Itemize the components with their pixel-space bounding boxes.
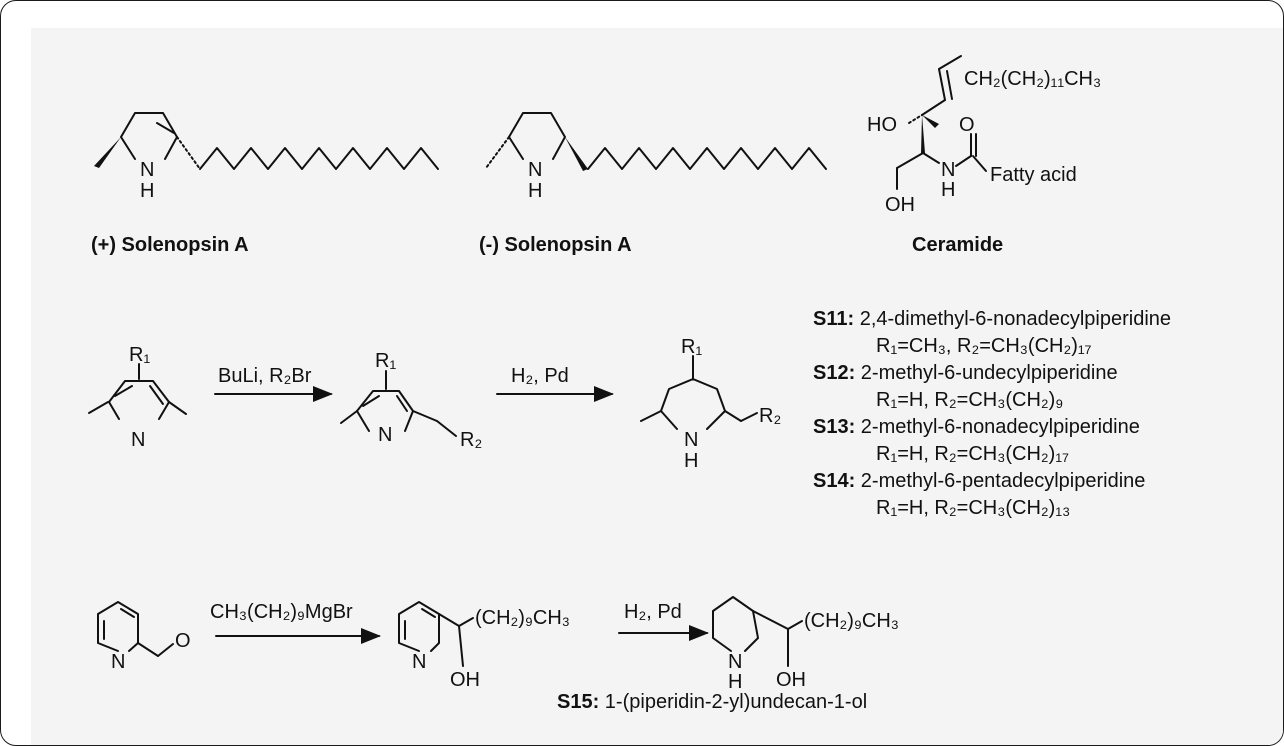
piperidine-product-structure	[640, 355, 758, 430]
compound-substituents: R₁=CH₃, R₂=CH₃(CH₂)₁₇	[876, 335, 1092, 357]
atom-h: H	[140, 180, 154, 202]
amide-h: H	[941, 179, 955, 201]
r2-label: R₂	[759, 405, 781, 427]
pyridinyl-alcohol-structure	[398, 601, 474, 667]
atom-n: N	[412, 651, 426, 673]
legend-entry-s15: S15: 1-(piperidin-2-yl)undecan-1-ol	[557, 691, 867, 714]
compound-name: 2-methyl-6-pentadecylpiperidine	[855, 470, 1146, 492]
compound-code: S12:	[813, 362, 856, 384]
reagent-step-2: H₂, Pd	[511, 365, 569, 387]
r1-label: R₁	[129, 344, 150, 366]
decyl-chain-label: (CH₂)₉CH₃	[804, 610, 899, 632]
compound-label-solenopsin-minus: (-) Solenopsin A	[479, 234, 632, 256]
r1-label: R₁	[681, 336, 702, 358]
legend-entry-s12: S12: 2-methyl-6-undecylpiperidine	[813, 360, 1171, 387]
compound-name: 1-(piperidin-2-yl)undecan-1-ol	[599, 691, 868, 713]
atom-n: N	[378, 424, 392, 446]
pyridine-aldehyde-structure	[97, 601, 174, 657]
atom-h: H	[528, 180, 542, 202]
lutidine-structure	[88, 363, 187, 420]
piperidinyl-alcohol-structure	[712, 596, 803, 667]
compound-name: 2-methyl-6-undecylpiperidine	[855, 362, 1118, 384]
compound-label-solenopsin-plus: (+) Solenopsin A	[91, 234, 249, 256]
reagent-step-4: H₂, Pd	[624, 601, 682, 623]
legend-entry-s11: S11: 2,4-dimethyl-6-nonadecylpiperidine	[813, 306, 1171, 333]
hydroxyl-label: OH	[885, 194, 915, 216]
r1-label: R₁	[375, 350, 396, 372]
compound-code: S13:	[813, 416, 856, 438]
atom-n: N	[140, 159, 154, 181]
atom-n: N	[528, 159, 542, 181]
reagent-step-3: CH₃(CH₂)₉MgBr	[210, 601, 353, 623]
atom-n: N	[131, 429, 145, 451]
compound-code: S11:	[813, 308, 855, 330]
compound-name: 2-methyl-6-nonadecylpiperidine	[855, 416, 1140, 438]
hydroxyl-label: HO	[867, 114, 897, 136]
aldehyde-oxygen: O	[175, 630, 191, 652]
compound-label-ceramide: Ceramide	[912, 234, 1004, 256]
compound-substituents: R₁=H, R₂=CH₃(CH₂)₁₇	[876, 443, 1069, 465]
atom-h: H	[684, 450, 698, 472]
fatty-acid-label: Fatty acid	[990, 164, 1077, 186]
atom-n: N	[684, 429, 698, 451]
amide-n: N	[941, 159, 955, 181]
r2-label: R₂	[460, 429, 482, 451]
decyl-chain-label: (CH₂)₉CH₃	[475, 607, 570, 629]
compound-code: S14:	[813, 470, 856, 492]
compound-name: 2,4-dimethyl-6-nonadecylpiperidine	[854, 308, 1172, 330]
legend-entry-s14: S14: 2-methyl-6-pentadecylpiperidine	[813, 468, 1171, 495]
atom-h: H	[728, 671, 742, 693]
alkylpyridine-structure	[340, 370, 457, 437]
hydroxyl-label: OH	[776, 669, 806, 691]
figure-panel	[31, 28, 1283, 745]
reagent-step-1: BuLi, R₂Br	[218, 365, 312, 387]
compound-substituents: R₁=H, R₂=CH₃(CH₂)₁₃	[876, 497, 1071, 519]
solenopsin-plus-structure	[94, 112, 439, 170]
atom-n: N	[111, 651, 125, 673]
ceramide-structure	[896, 55, 987, 190]
ceramide-chain-label: CH₂(CH₂)₁₁CH₃	[964, 68, 1101, 90]
compound-legend: S11: 2,4-dimethyl-6-nonadecylpiperidine …	[813, 306, 1171, 522]
compound-code: S15:	[557, 691, 600, 713]
legend-entry-s13: S13: 2-methyl-6-nonadecylpiperidine	[813, 414, 1171, 441]
compound-substituents: R₁=H, R₂=CH₃(CH₂)₉	[876, 389, 1064, 411]
hydroxyl-label: OH	[450, 669, 480, 691]
carbonyl-oxygen: O	[959, 114, 975, 136]
atom-n: N	[728, 651, 742, 673]
solenopsin-minus-structure	[485, 112, 827, 171]
